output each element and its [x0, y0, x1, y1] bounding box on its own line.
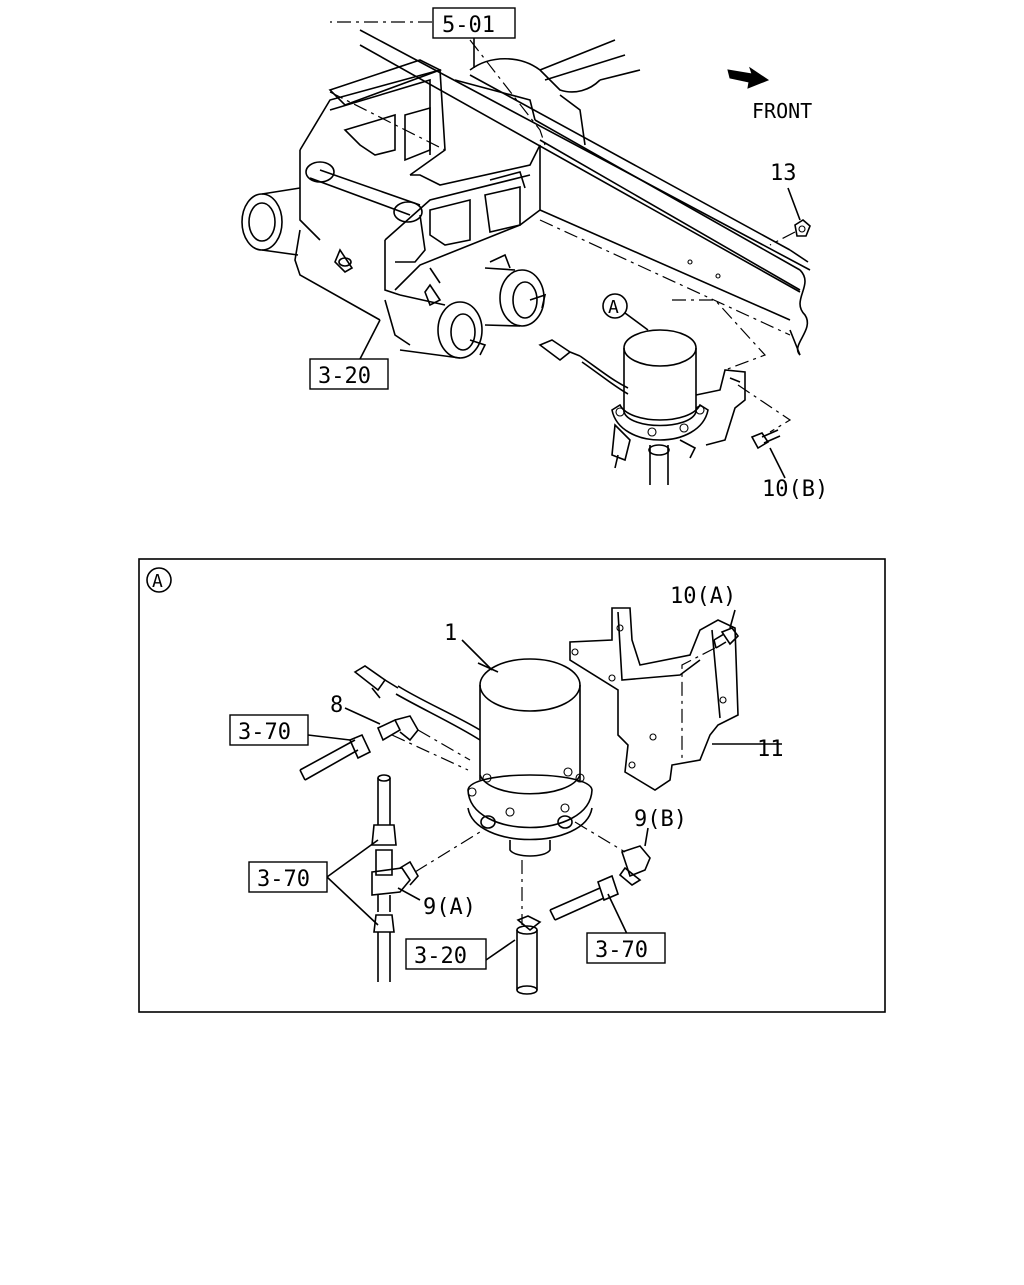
part-8-label: 8: [330, 693, 343, 718]
front-label: FRONT: [752, 99, 812, 123]
top-view: 5-01 FRONT 13 3-20 A 10(B): [241, 7, 828, 502]
air-dryer-top: [611, 329, 709, 485]
ref-box-3-70-right: [586, 932, 666, 964]
ref-box-3-20-top: [309, 358, 389, 390]
ref-box-3-20-detail: [405, 938, 487, 970]
rail-hole: [715, 273, 721, 279]
dash-5-01: [469, 39, 546, 146]
part-1-label: 1: [444, 621, 457, 646]
part-9b-label: 9(B): [634, 807, 687, 832]
ref-5-01: 5-01: [442, 13, 495, 38]
rail-hole: [687, 259, 693, 265]
air-tank-left: [241, 187, 411, 346]
part-10a-label: 10(A): [670, 584, 736, 609]
crossmember: [454, 39, 641, 146]
air-tank-right: [399, 253, 547, 359]
leader-3-70-mid-down: [326, 876, 379, 926]
ref-box-3-70-left: [229, 714, 309, 746]
detail-a-circle: [146, 567, 172, 593]
part-13-label: 13: [770, 161, 797, 186]
tee-fitting-9a: [371, 774, 481, 982]
dash-rail: [539, 219, 791, 336]
leader-3-20-top: [359, 319, 381, 360]
ref-3-20-detail: 3-20: [414, 944, 467, 969]
ref-3-70-mid: 3-70: [257, 867, 310, 892]
harness-connector: [538, 339, 629, 395]
fitting-8: [344, 707, 471, 771]
part-10b-label: 10(B): [762, 477, 828, 502]
detail-a: A: [138, 558, 886, 1013]
dryer-bracket-top: [672, 299, 792, 446]
leader-callout-a: [624, 312, 649, 331]
mounting-bracket-11: [569, 607, 782, 791]
ref-box-5-01: [432, 7, 516, 39]
tube-3-70-left: [299, 733, 372, 781]
ref-3-70-right: 3-70: [595, 938, 648, 963]
callout-a-detail: A: [152, 571, 163, 592]
ref-box-3-70-mid: [248, 861, 328, 893]
part-9a-label: 9(A): [423, 895, 476, 920]
tube-3-70-right: [549, 874, 629, 937]
callout-a-circle: [602, 293, 628, 319]
part-11-label: 11: [757, 737, 784, 762]
elbow-9b: [574, 821, 651, 886]
bolt-10a: [681, 609, 740, 760]
bolt-10b: [750, 429, 786, 479]
ref-3-70-left: 3-70: [238, 720, 291, 745]
tank-bracket: [299, 59, 541, 296]
pipe-3-20-bottom: [485, 860, 542, 995]
ref-3-20-top: 3-20: [318, 364, 371, 389]
arrow-right-down-icon: [727, 66, 770, 89]
leader-3-70-mid-up: [326, 839, 379, 878]
air-dryer-1: [461, 639, 593, 857]
frame-rail: [359, 29, 811, 356]
callout-a-top: A: [608, 297, 619, 318]
dryer-harness: [353, 665, 481, 741]
detail-frame: [138, 558, 886, 1013]
nut-13: [769, 187, 811, 246]
